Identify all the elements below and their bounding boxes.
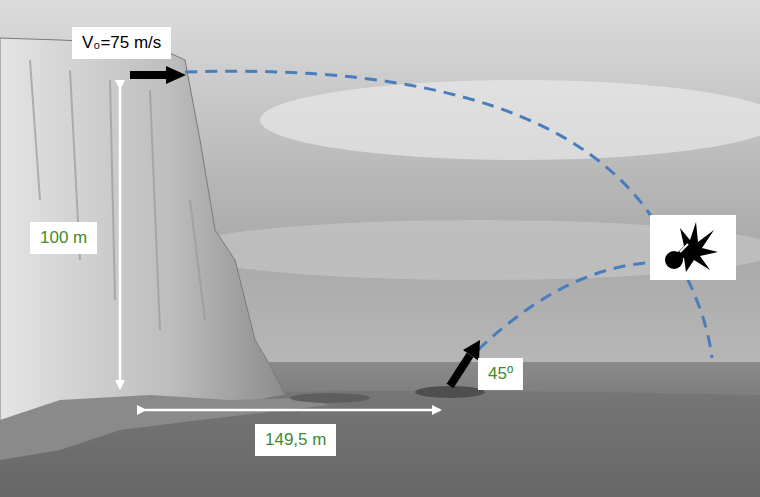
angle-label: 45º — [478, 358, 523, 390]
height-dimension: 100 m — [30, 222, 97, 254]
distance-dimension: 149,5 m — [255, 424, 336, 456]
velocity-label: V₀=75 m/s — [72, 27, 171, 59]
